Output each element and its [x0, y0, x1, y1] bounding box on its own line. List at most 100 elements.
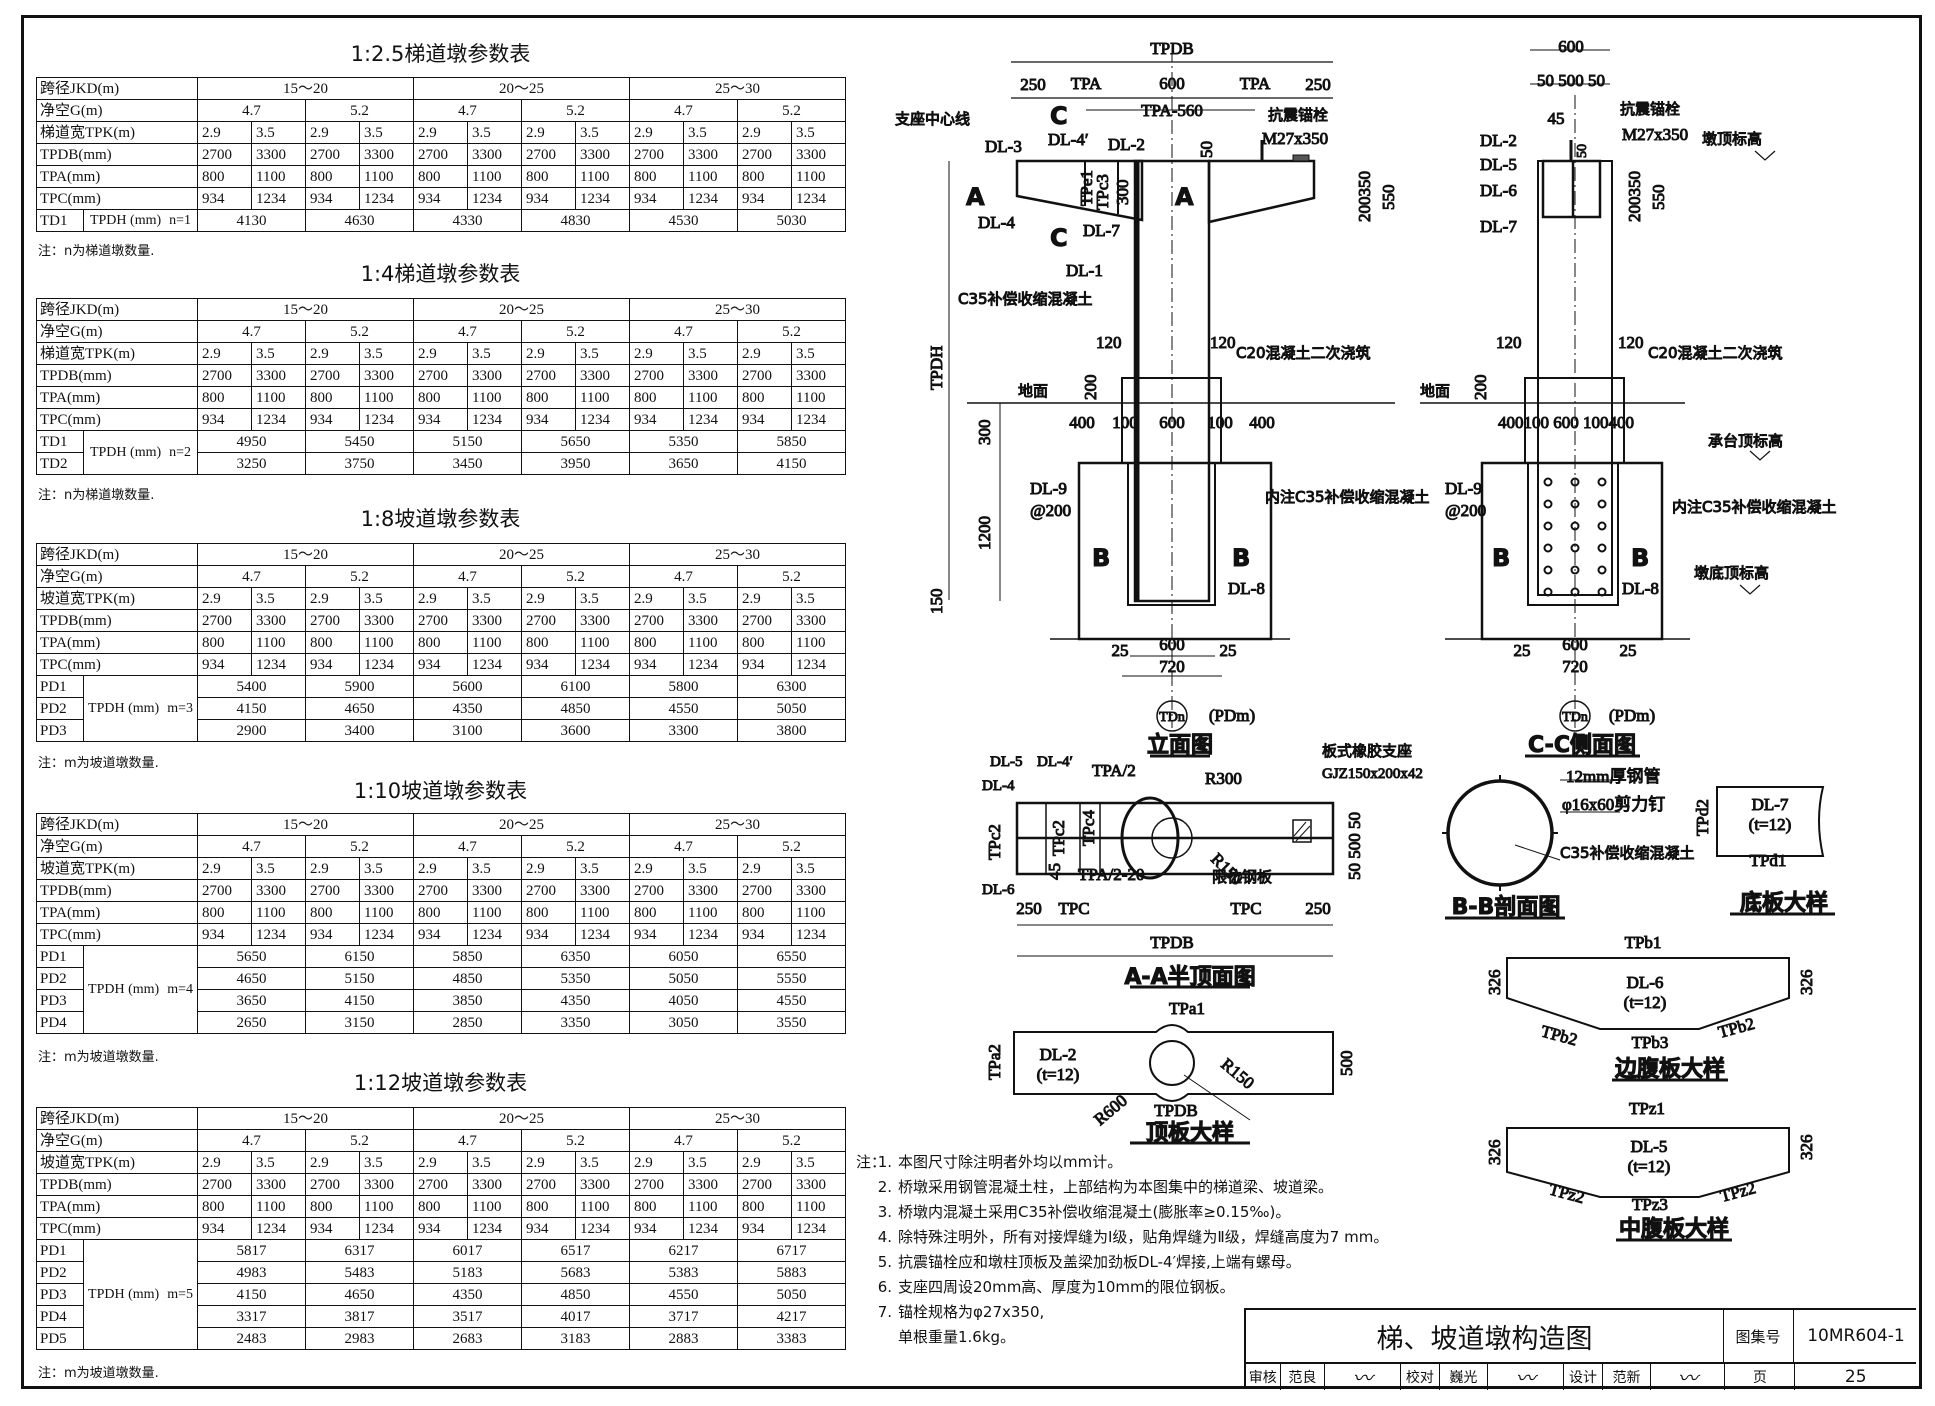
svg-text:50 500 50: 50 500 50 — [1537, 71, 1605, 90]
note-text: 单根重量1.6kg。 — [898, 1328, 1016, 1346]
svg-text:TDn: TDn — [1562, 710, 1588, 725]
table-cell: 4550 — [737, 989, 847, 1012]
svg-text:C20混凝土二次浇筑: C20混凝土二次浇筑 — [1236, 344, 1371, 362]
row-label: TPA(mm) — [35, 386, 199, 409]
svg-text:M27x350: M27x350 — [1622, 125, 1688, 144]
svg-text:DL-5: DL-5 — [990, 754, 1023, 770]
svg-text:600: 600 — [1159, 413, 1185, 432]
svg-text:C: C — [1050, 102, 1068, 130]
svg-text:B: B — [1492, 544, 1510, 572]
note-item: 5.抗震锚栓应和墩柱顶板及盖梁加劲板DL-4′焊接,上端有螺母。 — [856, 1250, 1388, 1275]
note-text: 桥墩采用钢管混凝土柱，上部结构为本图集中的梯道梁、坡道梁。 — [898, 1178, 1334, 1196]
table-cell: 6550 — [737, 945, 847, 968]
table-cell: 5.2 — [521, 320, 631, 343]
svg-text:45: 45 — [1548, 109, 1565, 128]
table-cell: 2700 — [197, 1173, 253, 1196]
table-cell: 6517 — [521, 1239, 631, 1262]
svg-text:250: 250 — [1016, 899, 1042, 918]
svg-text:支座中心线: 支座中心线 — [895, 110, 970, 128]
table-cell: 934 — [413, 1217, 469, 1240]
svg-text:C: C — [1050, 224, 1068, 252]
svg-text:DL-6: DL-6 — [982, 882, 1015, 898]
table-cell: 934 — [737, 408, 793, 431]
table-cell: 2700 — [737, 1173, 793, 1196]
svg-text:300: 300 — [1113, 180, 1132, 206]
table-cell: 1234 — [467, 187, 523, 210]
table-cell: 3300 — [575, 1173, 631, 1196]
table-title: 1:2.5梯道墩参数表 — [350, 42, 531, 66]
table-cell: 1100 — [575, 1195, 631, 1218]
table-cell: 3.5 — [683, 1151, 739, 1174]
table-cell: 1234 — [683, 653, 739, 676]
table-cell: 934 — [413, 923, 469, 946]
row-label: TPDB(mm) — [35, 1173, 199, 1196]
table-cell: 1234 — [683, 923, 739, 946]
table-cell: 4650 — [305, 1283, 415, 1306]
svg-text:120: 120 — [1210, 333, 1236, 352]
tpdh-label: TPDH (mm) — [88, 1286, 160, 1302]
table-cell: 3250 — [197, 452, 307, 475]
svg-text:200: 200 — [1081, 375, 1100, 401]
svg-text:内注C35补偿收缩混凝土: 内注C35补偿收缩混凝土 — [1265, 488, 1430, 506]
table-cell: 3817 — [305, 1305, 415, 1328]
note-text: 除特殊注明外，所有对接焊缝为Ⅰ级，贴角焊缝为Ⅱ级，焊缝高度为7 mm。 — [898, 1228, 1389, 1246]
table-cell: 3300 — [251, 879, 307, 902]
svg-text:(t=12): (t=12) — [1628, 1157, 1671, 1176]
table-cell: 2700 — [197, 364, 253, 387]
svg-text:@200: @200 — [1445, 501, 1486, 520]
bb-section — [1442, 775, 1620, 920]
elevation-title: 立面图 — [1147, 732, 1213, 758]
stud-dot — [1597, 477, 1607, 487]
svg-text:A: A — [966, 183, 985, 211]
bottom-plate-detail: DL-7 (t=12) TPd2 TPd1 底板大样 — [1693, 786, 1835, 917]
table-cell: 3300 — [629, 719, 739, 742]
review-label: 审核 — [1246, 1363, 1281, 1390]
table-cell: 5350 — [629, 430, 739, 453]
pier-name: PD1 — [36, 1239, 84, 1262]
table-note: 注：n为梯道墩数量. — [38, 488, 155, 503]
table-cell: 3183 — [521, 1327, 631, 1350]
row-label: 坡道宽TPK(m) — [35, 1151, 199, 1174]
side-web-detail: TPb1 326 326 DL-6 (t=12) TPb2 TPb3 TPb2 … — [1485, 933, 1817, 1083]
table-cell: 934 — [629, 923, 685, 946]
svg-text:250: 250 — [1305, 75, 1331, 94]
table-cell: 800 — [413, 165, 469, 188]
svg-text:内注C35补偿收缩混凝土: 内注C35补偿收缩混凝土 — [1672, 498, 1837, 516]
table-cell: 5.2 — [521, 99, 631, 122]
svg-text:TPc2: TPc2 — [985, 824, 1004, 860]
pier-name: TD2 — [36, 452, 84, 475]
svg-text:600: 600 — [1159, 635, 1185, 654]
svg-text:R150: R150 — [1217, 1055, 1257, 1093]
stud-dot — [1543, 521, 1553, 531]
svg-text:(PDm): (PDm) — [1609, 706, 1655, 725]
svg-text:DL-1: DL-1 — [1066, 261, 1103, 280]
note-number: 1. — [877, 1153, 892, 1171]
table-cell: 1100 — [359, 386, 415, 409]
table-cell: 1100 — [575, 901, 631, 924]
table-cell: 800 — [629, 631, 685, 654]
svg-text:C35补偿收缩混凝土: C35补偿收缩混凝土 — [958, 290, 1093, 308]
table-cell: 5850 — [413, 945, 523, 968]
table-cell: 2700 — [413, 879, 469, 902]
svg-text:DL-2: DL-2 — [1040, 1045, 1077, 1064]
svg-text:TPA: TPA — [1240, 74, 1271, 93]
svg-text:DL-4: DL-4 — [978, 213, 1015, 232]
note-item: 7.锚栓规格为φ27x350, — [856, 1300, 1388, 1325]
svg-text:300: 300 — [975, 420, 994, 446]
svg-text:120: 120 — [1496, 333, 1522, 352]
note-text: 锚栓规格为φ27x350, — [898, 1303, 1045, 1321]
table-cell: 2700 — [305, 143, 361, 166]
table-cell: 1234 — [251, 653, 307, 676]
table-cell: 1100 — [467, 1195, 523, 1218]
svg-text:TPA/2: TPA/2 — [1092, 761, 1136, 780]
svg-text:DL-4: DL-4 — [982, 778, 1015, 794]
svg-text:TPA-560: TPA-560 — [1141, 101, 1203, 120]
